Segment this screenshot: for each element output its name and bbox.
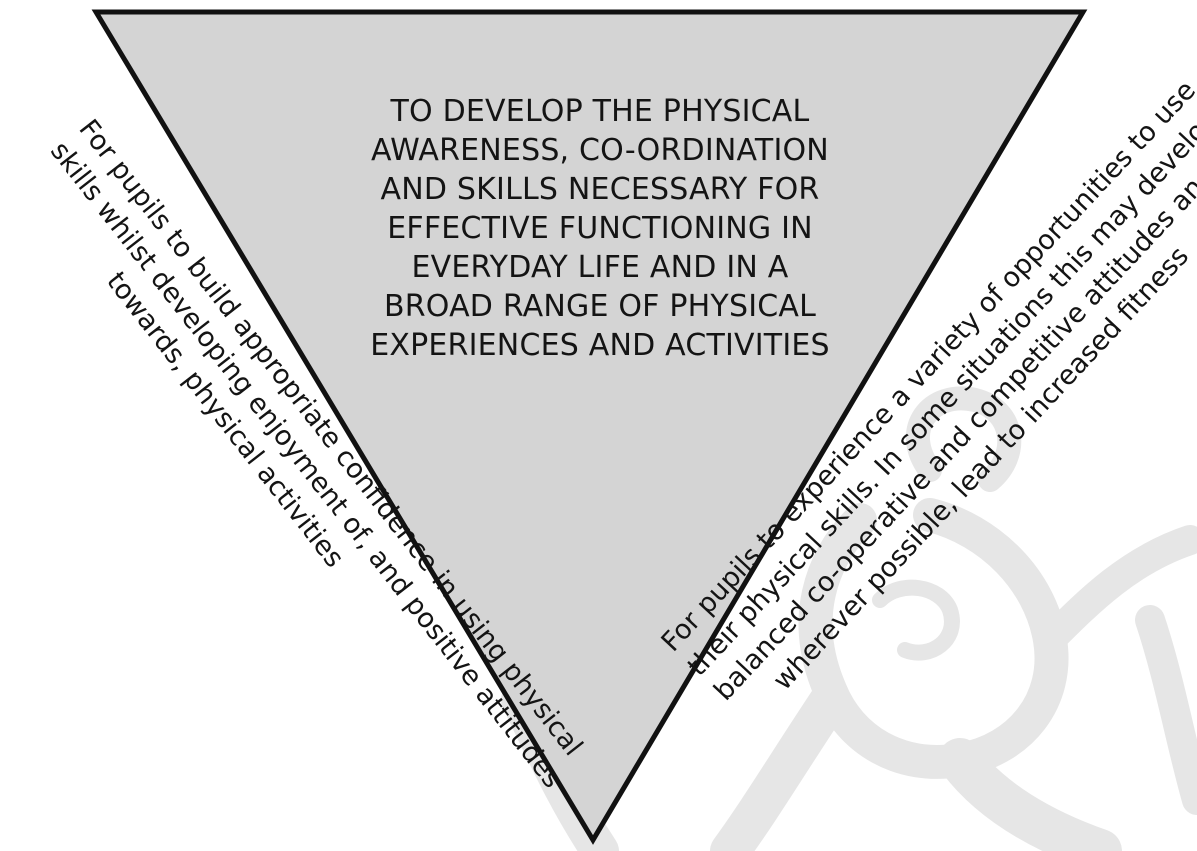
- watermark-head: [906, 386, 1022, 492]
- center-text-line: AND SKILLS NECESSARY FOR: [380, 172, 820, 207]
- watermark-arm: [1035, 525, 1197, 655]
- center-aim-text: TO DEVELOP THE PHYSICAL AWARENESS, CO-OR…: [280, 92, 920, 365]
- watermark-lower: [938, 738, 1122, 851]
- inverted-triangle: [91, 9, 1088, 845]
- watermark-right-edge: [1135, 605, 1197, 815]
- center-text-line: BROAD RANGE OF PHYSICAL: [383, 289, 817, 324]
- center-text-line: AWARENESS, CO-ORDINATION: [371, 133, 829, 168]
- center-text-line: TO DEVELOP THE PHYSICAL: [390, 94, 810, 129]
- center-text-line: EVERYDAY LIFE AND IN A: [411, 250, 789, 285]
- center-text-line: EFFECTIVE FUNCTIONING IN: [387, 211, 813, 246]
- watermark-leg: [710, 680, 850, 851]
- watermark-ring: [872, 579, 960, 661]
- center-text-line: EXPERIENCES AND ACTIVITIES: [370, 328, 830, 363]
